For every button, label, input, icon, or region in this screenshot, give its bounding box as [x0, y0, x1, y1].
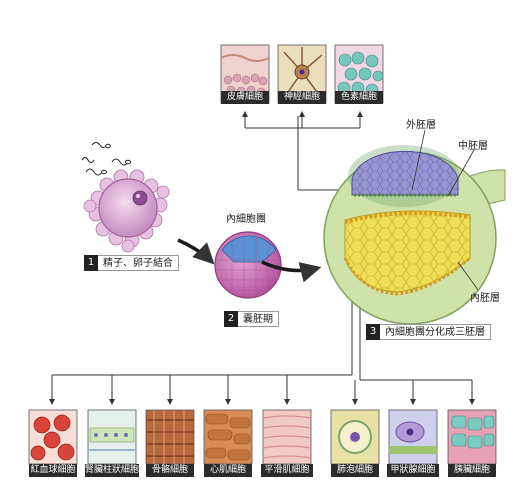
bottom-connectors [49, 290, 475, 405]
step-3-germ-layers: 3 內細胞團分化成三胚層 [366, 324, 491, 340]
tile-cardiac-art [203, 409, 253, 465]
tile-skeletal-art [145, 409, 195, 465]
bottom-cell-2-label: 骨骼細胞 [146, 464, 194, 477]
bottom-cell-5-label: 肺泡細胞 [331, 464, 379, 477]
bottom-cell-3-label: 心肌細胞 [204, 464, 252, 477]
mesoderm-label: 中胚層 [458, 141, 488, 152]
bottom-cell-1-label: 腎臟柱狀細胞 [85, 464, 140, 477]
step-2-blastocyst: 2 囊胚期 [224, 311, 279, 327]
arrow-blastocyst-to-embryo [261, 260, 322, 283]
tile-kidney-art [87, 409, 137, 465]
step-number: 2 [224, 311, 238, 327]
bottom-cell-6-label: 甲狀腺細胞 [387, 464, 439, 477]
endoderm-label: 內胚層 [470, 293, 500, 304]
embryo-three-layers [323, 129, 506, 325]
top-connectors [242, 111, 363, 191]
step-text: 內細胞團分化成三胚層 [380, 324, 491, 340]
tile-alveolar-art [330, 409, 380, 465]
bottom-cell-7-label: 胰臟細胞 [448, 464, 496, 477]
top-cell-2-label: 色素細胞 [335, 91, 383, 104]
top-cell-0-label: 皮膚細胞 [221, 91, 269, 104]
tile-pancreas-art [447, 409, 497, 465]
inner-cell-mass-label: 內細胞團 [226, 214, 266, 225]
bottom-cell-0-label: 紅血球細胞 [29, 464, 77, 477]
step-1-fertilization: 1 精子、卵子結合 [84, 255, 179, 271]
tile-thyroid-art [388, 409, 438, 465]
step-text: 囊胚期 [238, 311, 279, 327]
ectoderm-label: 外胚層 [406, 120, 436, 131]
tile-smooth-muscle-art [262, 409, 312, 465]
blastocyst-illustration [214, 231, 282, 299]
top-cell-1-label: 神經細胞 [278, 91, 326, 104]
bottom-cell-4-label: 平滑肌細胞 [261, 464, 313, 477]
step-text: 精子、卵子結合 [98, 255, 179, 271]
step-number: 3 [366, 324, 380, 340]
egg-and-sperm [81, 142, 170, 253]
step-number: 1 [84, 255, 98, 271]
tile-rbc-art [28, 409, 78, 465]
arrow-egg-to-blastocyst [177, 238, 215, 265]
